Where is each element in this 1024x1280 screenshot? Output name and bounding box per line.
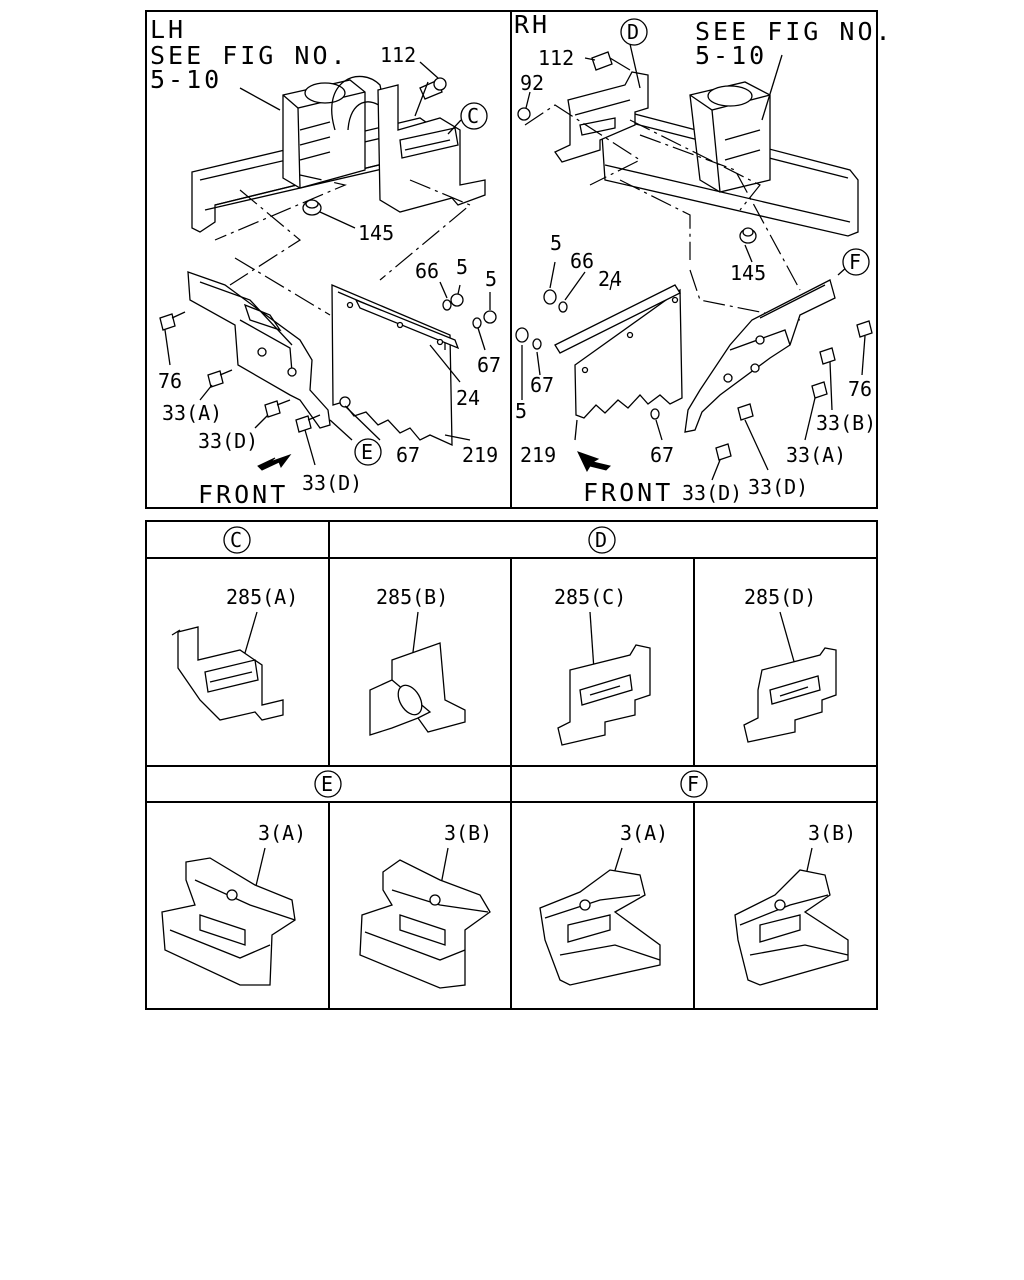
svg-text:F: F: [687, 772, 699, 796]
svg-text:E: E: [321, 772, 333, 796]
rh-nut-145: [739, 227, 757, 244]
detail-label-3a-e: 3(A): [258, 821, 306, 845]
lh-callout-24: 24: [456, 386, 480, 410]
lh-bolt-112: [419, 77, 447, 100]
rh-front-label: FRONT: [583, 478, 673, 507]
lh-ref-c-icon: C: [460, 102, 488, 130]
rh-fig-no: 5-10: [695, 41, 767, 70]
lh-bracket-tower: [282, 79, 366, 189]
lh-callout-66: 66: [415, 259, 439, 283]
detail-label-285a: 285(A): [226, 585, 298, 609]
lh-callout-76: 76: [158, 369, 182, 393]
lh-callout-112: 112: [380, 43, 416, 67]
rh-callout-66: 66: [570, 249, 594, 273]
table-header-c-icon: C: [223, 526, 251, 554]
svg-text:F: F: [849, 250, 861, 274]
lh-callout-5a: 5: [456, 255, 468, 279]
rh-callout-76: 76: [848, 377, 872, 401]
lh-callout-5b: 5: [485, 267, 497, 291]
rh-bolt-112: [591, 51, 631, 71]
svg-text:C: C: [230, 528, 242, 552]
rh-callout-5b: 5: [515, 399, 527, 423]
lh-stay: [187, 271, 331, 429]
rh-bracket-tower: [689, 81, 771, 193]
detail-cell-285a: 285(A): [171, 585, 298, 721]
rh-ref-f-icon: F: [842, 248, 870, 276]
lh-callout-219: 219: [462, 443, 498, 467]
lh-fig-no: 5-10: [150, 65, 222, 94]
lh-ref-e-icon: E: [354, 438, 382, 466]
table-header-e-icon: E: [314, 770, 342, 798]
lh-mud-flap: [331, 284, 460, 447]
detail-table: C D E F 285(A) 285(B): [145, 520, 878, 1010]
rh-callout-145: 145: [730, 261, 766, 285]
rh-callout-92: 92: [520, 71, 544, 95]
rh-callout-5a: 5: [550, 231, 562, 255]
lh-callout-33d1: 33(D): [198, 429, 258, 453]
lh-callout-33d2: 33(D): [302, 471, 362, 495]
rh-hardware: [515, 289, 873, 461]
rh-nut-92: [517, 107, 531, 121]
rh-callout-24: 24: [598, 267, 622, 291]
svg-text:E: E: [361, 440, 373, 464]
rh-bracket-d: [554, 71, 649, 163]
rh-panel: RH SEE FIG NO. 5-10: [514, 10, 894, 507]
detail-label-285d: 285(D): [744, 585, 816, 609]
lh-bracket-c: [377, 84, 486, 213]
rh-callout-219: 219: [520, 443, 556, 467]
rh-side-label: RH: [514, 10, 550, 39]
detail-label-285b: 285(B): [376, 585, 448, 609]
detail-cell-3b-f: 3(B): [734, 821, 856, 986]
svg-text:C: C: [467, 104, 479, 128]
rh-mud-flap: [574, 288, 683, 419]
rh-callout-112: 112: [538, 46, 574, 70]
lh-callout-33a: 33(A): [162, 401, 222, 425]
lh-callout-67a: 67: [477, 353, 501, 377]
lh-see-fig: SEE FIG NO.: [150, 41, 349, 70]
rh-callout-67b: 67: [650, 443, 674, 467]
rh-callout-33b: 33(B): [816, 411, 876, 435]
rh-callout-33d2: 33(D): [748, 475, 808, 499]
rh-ref-d-icon: D: [620, 18, 648, 46]
detail-cell-3b-e: 3(B): [359, 821, 492, 989]
detail-cell-3a-e: 3(A): [161, 821, 306, 986]
svg-text:D: D: [595, 528, 607, 552]
table-header-f-icon: F: [680, 770, 708, 798]
rh-stay: [684, 279, 836, 433]
lh-callout-145: 145: [358, 221, 394, 245]
detail-label-3b-f: 3(B): [808, 821, 856, 845]
detail-cell-285b: 285(B): [369, 585, 466, 736]
rh-front-arrow-icon: [577, 451, 611, 473]
lh-hardware: [159, 293, 497, 433]
lh-nut-145: [302, 199, 322, 216]
lh-panel: LH SEE FIG NO. 5-10: [150, 15, 501, 509]
rh-callout-67a: 67: [530, 373, 554, 397]
table-header-d-icon: D: [588, 526, 616, 554]
detail-cell-285d: 285(D): [743, 585, 837, 743]
rh-callout-33a: 33(A): [786, 443, 846, 467]
lh-front-arrow-icon: [257, 453, 292, 471]
lh-front-label: FRONT: [198, 480, 288, 509]
lh-step-handle: [331, 75, 387, 131]
detail-label-285c: 285(C): [554, 585, 626, 609]
svg-text:D: D: [627, 20, 639, 44]
rh-callout-33d1: 33(D): [682, 481, 742, 505]
detail-label-3a-f: 3(A): [620, 821, 668, 845]
lh-callout-67b: 67: [396, 443, 420, 467]
detail-cell-285c: 285(C): [554, 585, 651, 746]
rh-see-fig: SEE FIG NO.: [695, 17, 894, 46]
detail-label-3b-e: 3(B): [444, 821, 492, 845]
rh-strip-24: [554, 284, 681, 354]
lh-side-label: LH: [150, 15, 186, 44]
detail-cell-3a-f: 3(A): [539, 821, 668, 986]
